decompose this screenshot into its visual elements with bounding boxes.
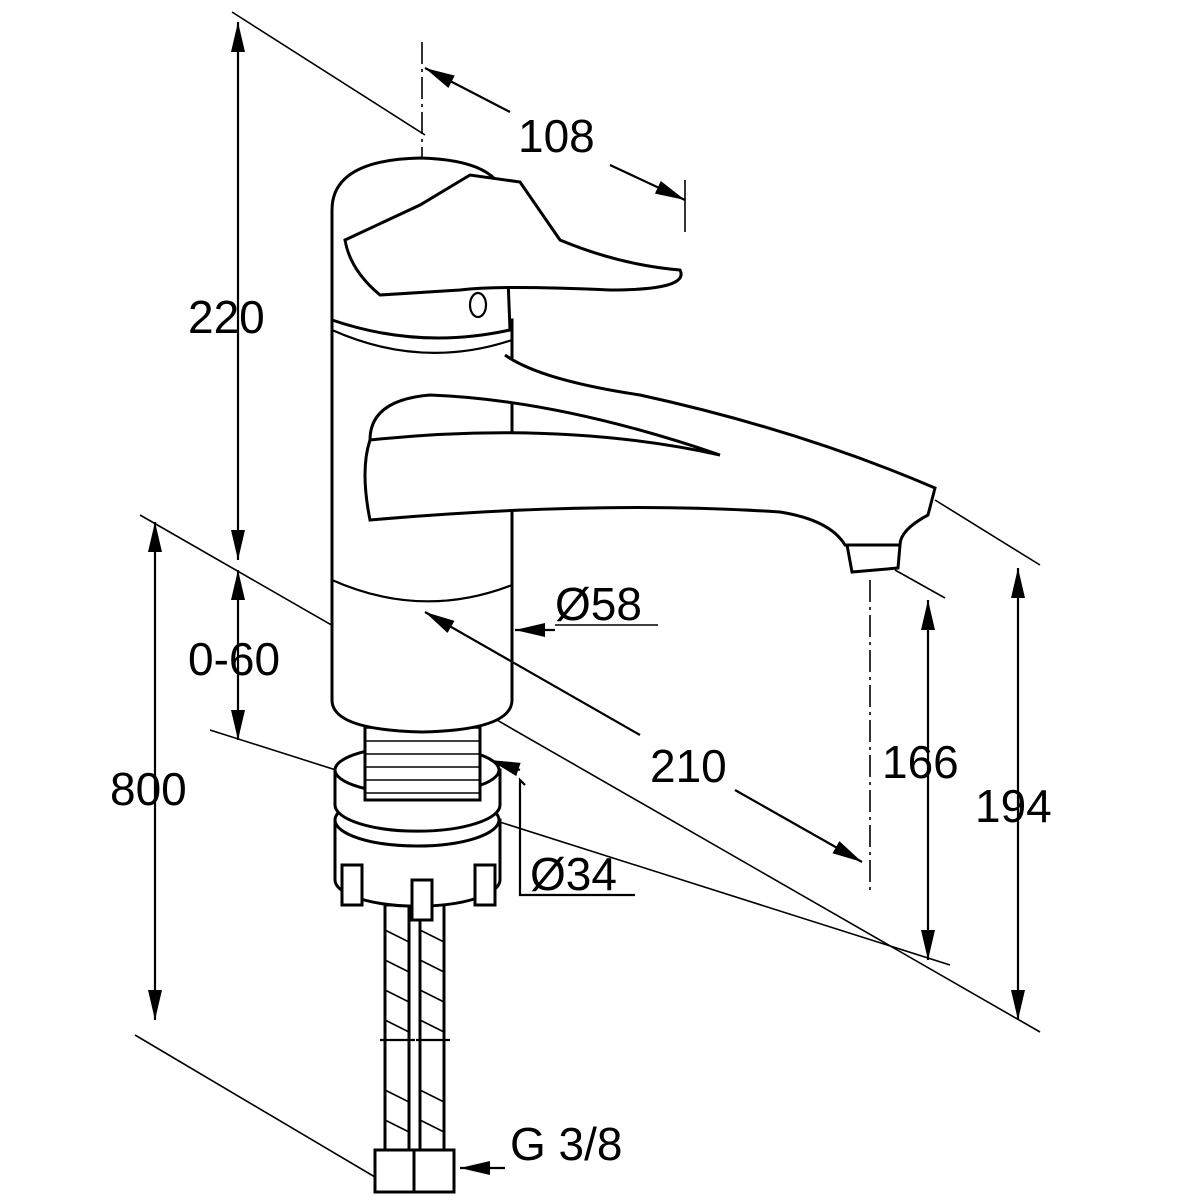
spout <box>363 353 937 547</box>
dim-0-60: 0-60 <box>188 633 280 685</box>
connection-thread: G 3/8 <box>510 1118 623 1170</box>
aerator <box>845 543 902 574</box>
extension-lines <box>134 11 1041 1181</box>
dim-210: 210 <box>650 740 727 792</box>
mounting-base <box>333 713 502 922</box>
dim-220: 220 <box>188 291 265 343</box>
faucet <box>330 156 937 1194</box>
dim-diameter-34: Ø34 <box>530 848 617 900</box>
dim-166: 166 <box>882 736 959 788</box>
dim-108: 108 <box>518 110 595 162</box>
dim-194: 194 <box>975 780 1052 832</box>
dimension-arrows <box>148 22 1025 1175</box>
supply-hoses <box>373 903 456 1194</box>
dim-diameter-58: Ø58 <box>555 578 642 630</box>
lever-handle <box>343 173 683 297</box>
dim-800: 800 <box>110 763 187 815</box>
